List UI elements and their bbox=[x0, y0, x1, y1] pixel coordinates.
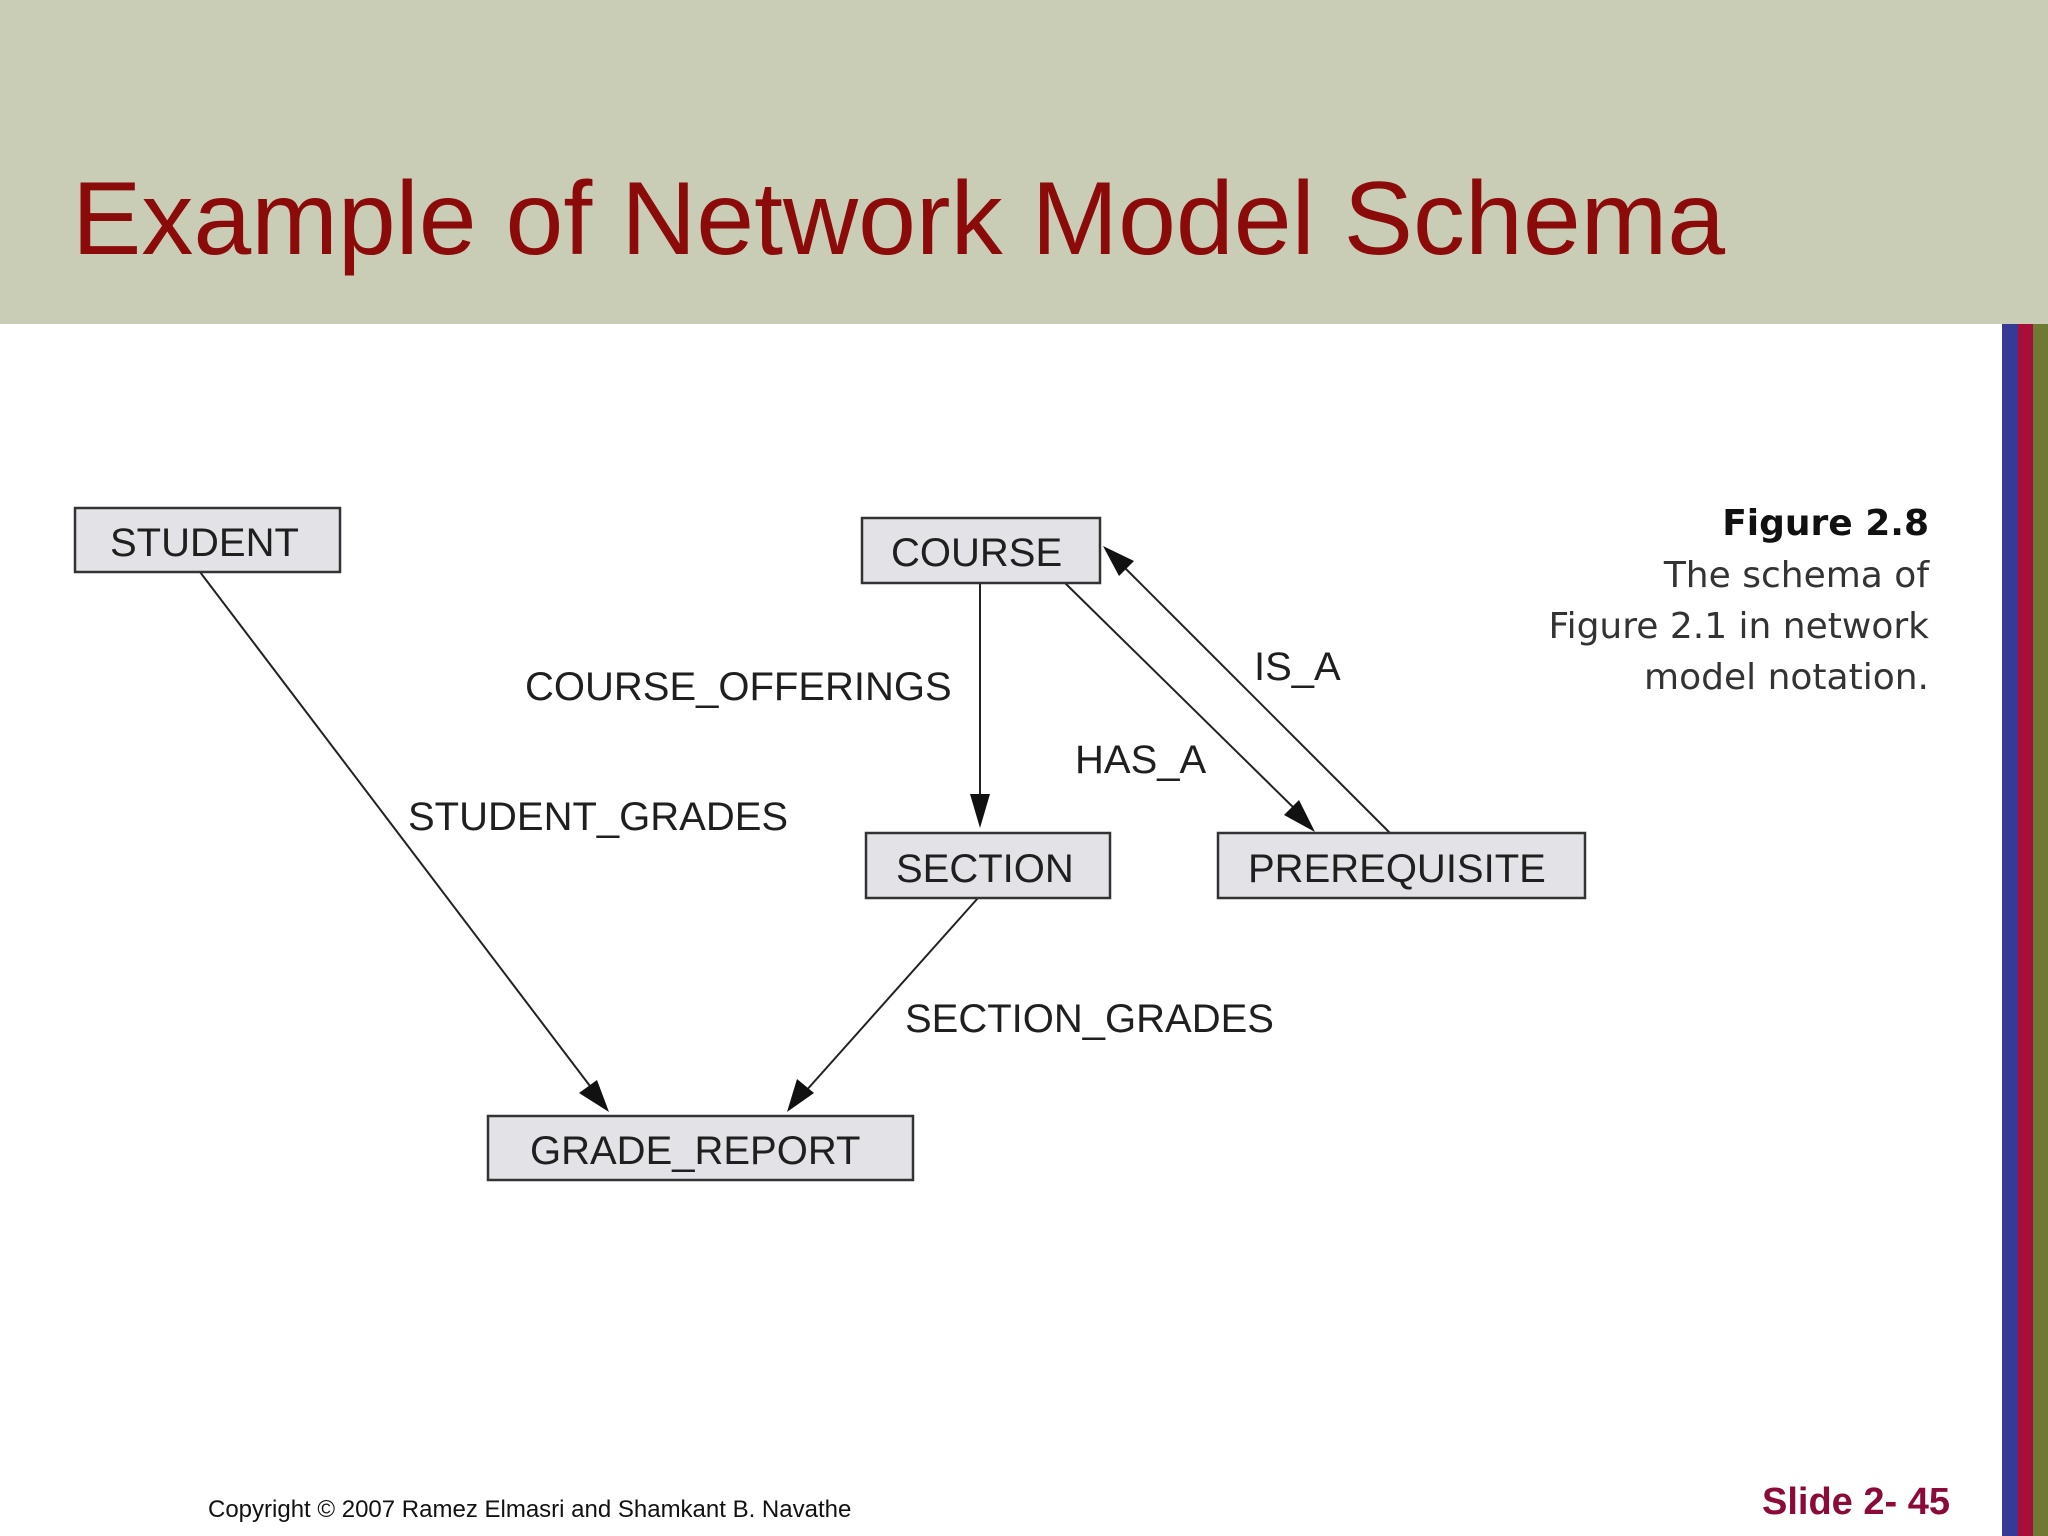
edge-section-grades bbox=[804, 897, 979, 1093]
node-section-label: SECTION bbox=[896, 847, 1074, 891]
stripe-crimson bbox=[2018, 324, 2033, 1536]
node-prerequisite: PREREQUISITE bbox=[1216, 831, 1587, 900]
figure-caption-title: Figure 2.8 bbox=[1722, 503, 1929, 544]
figure-caption: Figure 2.8 The schema of Figure 2.1 in n… bbox=[1509, 498, 1929, 703]
node-grade-report: GRADE_REPORT bbox=[486, 1114, 915, 1182]
stripe-olive bbox=[2033, 324, 2048, 1536]
arrowhead-has-a bbox=[1284, 800, 1315, 832]
title-band bbox=[0, 0, 2048, 324]
figure-caption-line: The schema of bbox=[1663, 555, 1929, 596]
edge-student-grades bbox=[199, 571, 594, 1091]
node-course-label: COURSE bbox=[891, 531, 1062, 575]
node-prerequisite-label: PREREQUISITE bbox=[1248, 847, 1546, 891]
arrowhead-course-offerings bbox=[970, 794, 990, 828]
figure-caption-line: Figure 2.1 in network bbox=[1548, 606, 1929, 647]
edge-label-is-a: IS_A bbox=[1254, 645, 1341, 689]
slide-number: Slide 2- 45 bbox=[1762, 1481, 1950, 1523]
edges bbox=[199, 546, 1391, 1112]
node-student-label: STUDENT bbox=[110, 521, 299, 565]
arrowhead-student-grades bbox=[579, 1080, 609, 1112]
node-grade-report-label: GRADE_REPORT bbox=[530, 1129, 860, 1173]
edge-is-a bbox=[1124, 567, 1391, 834]
figure-caption-line: model notation. bbox=[1644, 657, 1929, 698]
slide-title: Example of Network Model Schema bbox=[72, 161, 1726, 277]
side-stripes bbox=[2002, 324, 2048, 1536]
stripe-blue bbox=[2002, 324, 2018, 1536]
edge-label-student-grades: STUDENT_GRADES bbox=[408, 795, 788, 839]
arrowhead-is-a bbox=[1103, 546, 1134, 576]
node-student: STUDENT bbox=[73, 506, 342, 574]
arrowhead-section-grades bbox=[787, 1079, 814, 1112]
edge-label-course-offerings: COURSE_OFFERINGS bbox=[525, 665, 952, 709]
edge-label-has-a: HAS_A bbox=[1075, 738, 1206, 782]
edge-has-a bbox=[1064, 582, 1298, 812]
node-course: COURSE bbox=[860, 516, 1102, 585]
copyright-footer: Copyright © 2007 Ramez Elmasri and Shamk… bbox=[208, 1496, 852, 1523]
edge-label-section-grades: SECTION_GRADES bbox=[905, 997, 1274, 1041]
node-section: SECTION bbox=[864, 831, 1112, 900]
